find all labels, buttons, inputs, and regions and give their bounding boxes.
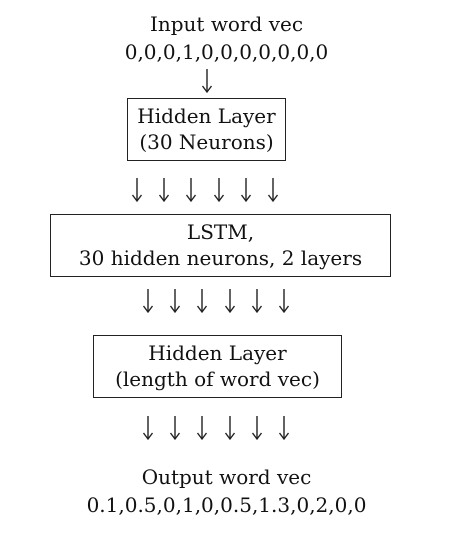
- hidden-layer-1-box: Hidden Layer (30 Neurons): [127, 98, 286, 161]
- lstm-to-hidden2-arrows: [142, 287, 290, 315]
- hidden2-to-output-arrows: [142, 414, 290, 442]
- down-arrow-icon: [278, 287, 290, 315]
- down-arrow-icon: [224, 287, 236, 315]
- output-vector: 0.1,0.5,0,1,0,0.5,1.3,0,2,0,0: [86, 493, 367, 517]
- hidden-layer-2-box: Hidden Layer (length of word vec): [93, 335, 342, 398]
- down-arrow-icon: [131, 176, 143, 204]
- input-title: Input word vec: [149, 12, 304, 36]
- lstm-box: LSTM, 30 hidden neurons, 2 layers: [50, 214, 391, 277]
- down-arrow-icon: [169, 414, 181, 442]
- down-arrow-icon: [251, 414, 263, 442]
- hidden-layer-1-title: Hidden Layer: [137, 104, 276, 128]
- hidden-layer-1-subtitle: (30 Neurons): [139, 130, 274, 154]
- lstm-subtitle: 30 hidden neurons, 2 layers: [78, 246, 363, 270]
- down-arrow-icon: [251, 287, 263, 315]
- hidden-layer-2-title: Hidden Layer: [148, 341, 287, 365]
- down-arrow-icon: [201, 67, 213, 95]
- down-arrow-icon: [196, 287, 208, 315]
- down-arrow-icon: [196, 414, 208, 442]
- down-arrow-icon: [142, 414, 154, 442]
- down-arrow-icon: [240, 176, 252, 204]
- output-title: Output word vec: [141, 465, 312, 489]
- down-arrow-icon: [169, 287, 181, 315]
- hidden1-to-lstm-arrows: [131, 176, 279, 204]
- down-arrow-icon: [185, 176, 197, 204]
- down-arrow-icon: [158, 176, 170, 204]
- lstm-title: LSTM,: [186, 220, 255, 244]
- down-arrow-icon: [267, 176, 279, 204]
- down-arrow-icon: [213, 176, 225, 204]
- input-vector: 0,0,0,1,0,0,0,0,0,0,0: [124, 40, 329, 64]
- down-arrow-icon: [278, 414, 290, 442]
- down-arrow-icon: [224, 414, 236, 442]
- hidden-layer-2-subtitle: (length of word vec): [115, 367, 320, 391]
- input-arrow-row: [201, 67, 213, 95]
- down-arrow-icon: [142, 287, 154, 315]
